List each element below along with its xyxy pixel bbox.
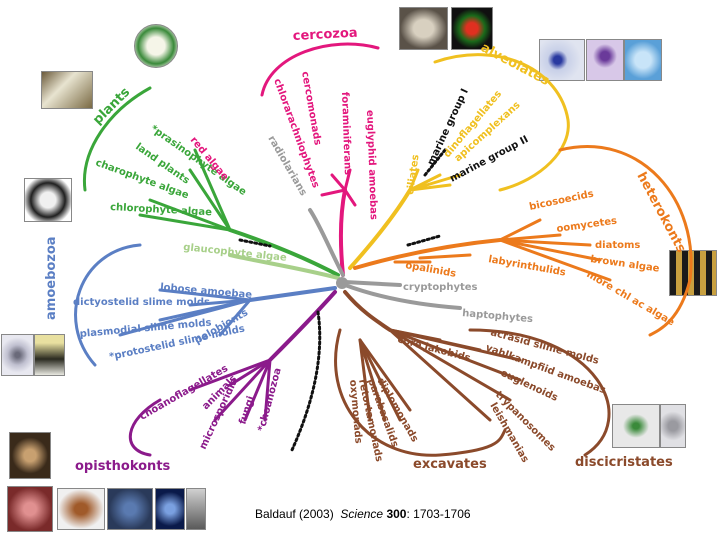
chimpanzee-photo xyxy=(9,432,51,479)
ciliate-photo xyxy=(399,7,448,50)
amoeba-photo xyxy=(1,334,34,376)
apicomplexan-photo xyxy=(539,39,585,81)
heterokonts-clade xyxy=(353,145,693,337)
red-alga-photo xyxy=(24,178,72,222)
trypanosome-photo xyxy=(660,404,686,448)
yeast-photo xyxy=(155,488,185,530)
worm-photo xyxy=(7,486,53,532)
group-label-discicristates: discicristates xyxy=(575,455,673,470)
microsporidia-photo xyxy=(186,488,206,530)
taxon-diatoms: diatoms xyxy=(595,240,640,251)
taxon-fungi: fungi xyxy=(237,395,256,426)
radiolarians-clade xyxy=(308,208,345,277)
group-label-excavates: excavates xyxy=(413,457,487,472)
marine-cell-photo xyxy=(624,39,662,81)
excavates-clade xyxy=(334,290,611,457)
taxon-choanozoa: *choanozoa xyxy=(256,367,284,433)
taxon-cryptophytes: cryptophytes xyxy=(403,282,478,293)
tree-root xyxy=(336,277,348,289)
taxon-haptophytes: haptophytes xyxy=(462,308,534,325)
fly-photo xyxy=(57,488,105,530)
taxon-euglyphid-amoebas: euglyphid amoebas xyxy=(364,110,379,220)
dinoflagellate-photo xyxy=(451,7,493,50)
uncertain-branches xyxy=(238,148,447,452)
taxon-acrasid-slime-molds: acrasid slime molds xyxy=(489,327,600,367)
group-label-amoebozoa: amoebozoa xyxy=(44,236,59,320)
citation-volume: 300 xyxy=(386,507,407,521)
taxon-oomycetes: oomycetes xyxy=(556,216,618,235)
taxon-chlorophyte-algae: chlorophyte algae xyxy=(110,202,213,218)
green-algae-photo xyxy=(134,24,178,68)
citation: Baldauf (2003) Science 300: 1703-1706 xyxy=(255,507,471,521)
diatom-photo xyxy=(669,250,717,296)
fungus-photo xyxy=(107,488,153,530)
amoebozoa-clade xyxy=(74,243,337,367)
group-label-plants: plants xyxy=(90,85,133,128)
taxon-foraminiferans: foraminiferans xyxy=(339,92,353,176)
apicomplexan-photo-2 xyxy=(586,39,624,81)
flower-photo xyxy=(41,71,93,109)
taxon-dictyostelid-slime-molds: dictyostelid slime molds xyxy=(73,297,210,308)
group-label-opisthokonts: opisthokonts xyxy=(75,459,171,474)
crypto-hapto-clade xyxy=(343,280,462,310)
slime-mold-photo xyxy=(34,334,65,376)
citation-journal: Science xyxy=(340,507,384,521)
citation-author: Baldauf (2003) xyxy=(255,507,334,521)
group-label-alveolates: alveolates xyxy=(478,40,552,89)
group-label-cercozoa: cercozoa xyxy=(292,26,358,44)
glaucophyte-branch xyxy=(228,253,340,280)
taxon-bicosoecids: bicosoecids xyxy=(528,189,594,213)
opisthokonts-clade xyxy=(128,290,337,457)
taxon-labyrinthulids: labyrinthulids xyxy=(487,254,566,278)
plants-clade xyxy=(82,86,340,277)
citation-pages: : 1703-1706 xyxy=(406,507,471,521)
taxon-brown-algae: brown algae xyxy=(590,254,661,275)
euglenoid-photo xyxy=(612,404,660,448)
alveolates-clade xyxy=(348,53,570,270)
taxon-more-chl-ac-algae: more chl ac algae xyxy=(585,269,677,328)
cercozoa-clade xyxy=(260,42,380,277)
